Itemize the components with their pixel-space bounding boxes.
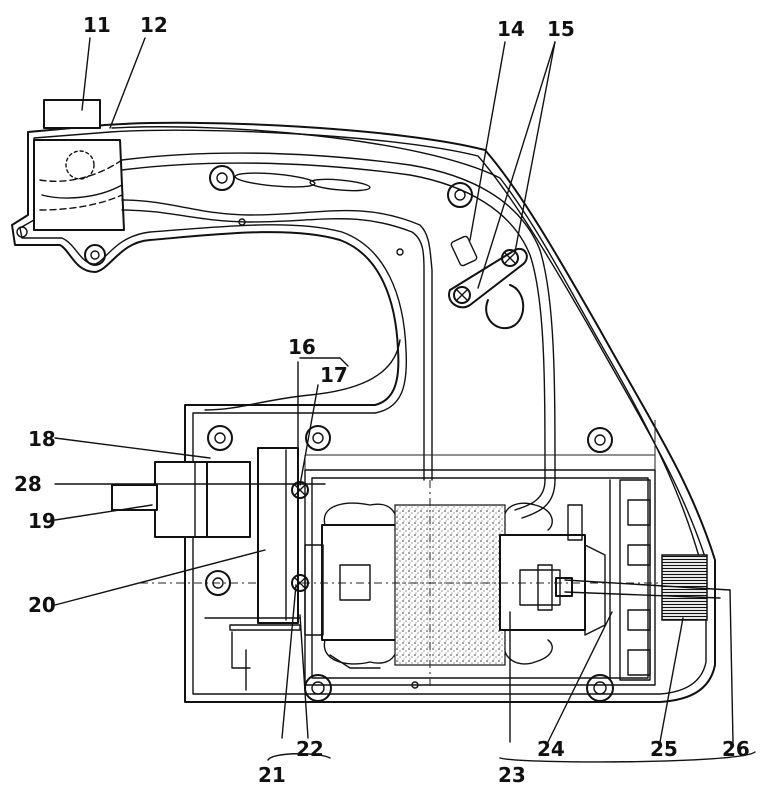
leader-lines bbox=[54, 37, 756, 763]
callout-labels: 11 12 14 15 16 17 18 28 19 20 21 22 23 2… bbox=[14, 13, 750, 787]
callout-23: 23 bbox=[498, 763, 526, 787]
callout-24: 24 bbox=[537, 737, 565, 761]
callout-17: 17 bbox=[320, 363, 348, 387]
callout-18: 18 bbox=[28, 427, 56, 451]
callout-14: 14 bbox=[497, 17, 525, 41]
housing-outline bbox=[11, 121, 716, 703]
callout-20: 20 bbox=[28, 593, 56, 617]
callout-28: 28 bbox=[14, 472, 42, 496]
lever-assembly bbox=[448, 235, 528, 330]
callout-26: 26 bbox=[722, 737, 750, 761]
callout-15: 15 bbox=[547, 17, 575, 41]
brush-holder bbox=[519, 479, 651, 681]
callout-12: 12 bbox=[140, 13, 168, 37]
callout-19: 19 bbox=[28, 509, 56, 533]
motor-compartment bbox=[140, 454, 660, 690]
callout-21: 21 bbox=[258, 763, 286, 787]
callout-11: 11 bbox=[83, 13, 111, 37]
callout-16: 16 bbox=[288, 335, 316, 359]
callout-25: 25 bbox=[650, 737, 678, 761]
callout-22: 22 bbox=[296, 737, 324, 761]
gear-section bbox=[111, 447, 381, 691]
switch-housing bbox=[16, 99, 125, 266]
